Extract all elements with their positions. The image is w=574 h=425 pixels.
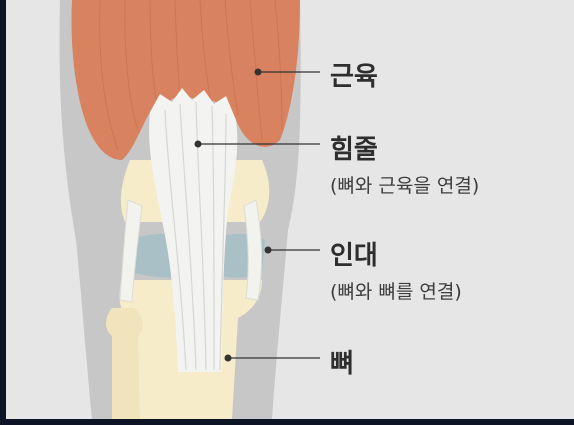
label-muscle: 근육	[330, 56, 378, 93]
dot-bone	[225, 355, 232, 362]
label-tendon: 힘줄	[330, 129, 378, 166]
dot-muscle	[255, 69, 262, 76]
label-bone: 뼈	[330, 343, 354, 380]
dot-tendon	[195, 141, 202, 148]
label-tendon-description: (뼈와 근육을 연결)	[330, 171, 479, 198]
label-ligament-description: (뼈와 뼈를 연결)	[330, 277, 462, 304]
label-ligament: 인대	[330, 235, 378, 272]
dot-ligament	[265, 247, 272, 254]
